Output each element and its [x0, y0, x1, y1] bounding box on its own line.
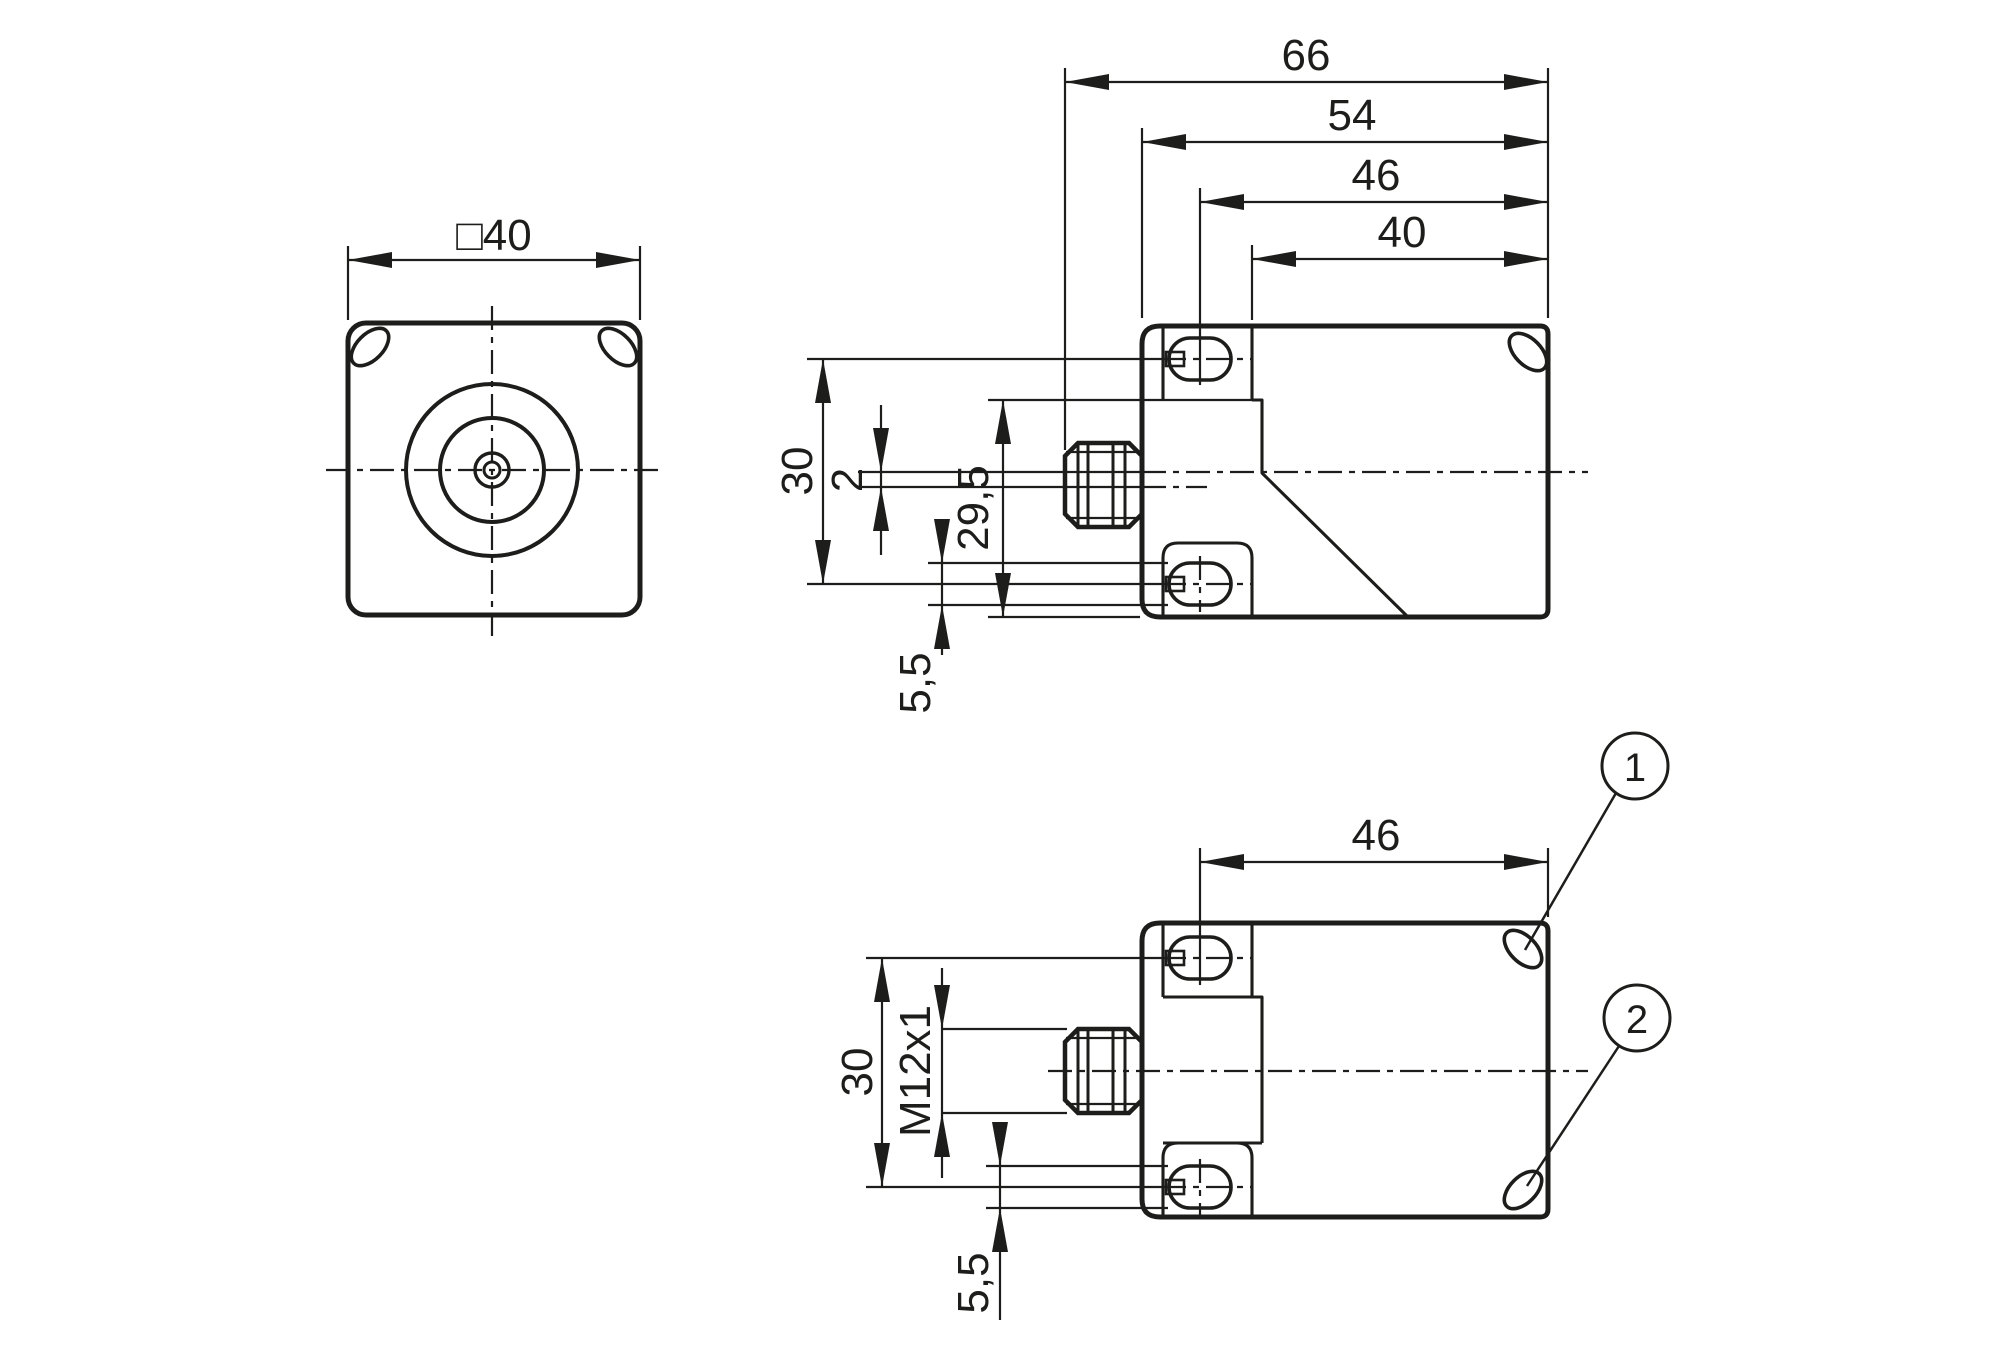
bottom-dim30-arrow-bottom [874, 1143, 890, 1187]
bottom-upper-boss-edges [1161, 923, 1254, 997]
bottom-dimM12-arrow-down [934, 985, 950, 1029]
top-dim66-arrow-left [1065, 74, 1109, 90]
side-view-bottom: 46 30 M12x1 5,5 1 2 [833, 731, 1672, 1320]
front-corner-hole-right [597, 326, 639, 368]
side-view-top: 66 54 46 40 30 2 29,5 [773, 31, 1588, 714]
front-face-circle-outer [404, 382, 580, 558]
front-face-circle-center [482, 460, 502, 480]
top-dim40-arrow-right [1504, 251, 1548, 267]
dim-label-295: 29,5 [949, 465, 998, 551]
top-m12-connector-facets [1076, 444, 1127, 526]
front-dim-arrow-left [348, 252, 392, 268]
dim-label-m12x1: M12x1 [891, 1005, 940, 1137]
callout-1-number: 1 [1624, 746, 1646, 790]
front-view: □40 [326, 211, 660, 636]
top-dim46-arrow-left [1200, 194, 1244, 210]
top-lower-boss [1161, 541, 1254, 617]
front-body-outline [345, 320, 643, 618]
top-dim55-ext-lines [928, 561, 1168, 607]
bottom-step [1163, 995, 1264, 1143]
top-dim30-arrow-top [815, 359, 831, 403]
callout-2-number: 2 [1626, 998, 1648, 1042]
dim-label-40: 40 [1378, 208, 1427, 257]
top-dim40-arrow-left [1252, 251, 1296, 267]
top-upper-boss-edges [1161, 326, 1254, 400]
front-face-circle-small [473, 451, 511, 489]
front-dim-extension-lines [346, 246, 642, 320]
bottom-dim46-arrow-left [1200, 854, 1244, 870]
bottom-corner-hole-bottom [1502, 1169, 1544, 1211]
bottom-dim30-arrow-top [874, 958, 890, 1002]
dim-label-2: 2 [823, 468, 872, 492]
dim-label-54: 54 [1328, 91, 1377, 140]
bottom-body-outline [1139, 920, 1551, 1220]
bottom-dimM12-ext-lines [942, 1027, 1067, 1115]
callout-1-leader-line [1523, 792, 1618, 951]
top-dim54-arrow-right [1504, 134, 1548, 150]
dim-label-55-top-view: 5,5 [891, 652, 940, 713]
bottom-m12-connector-edges [1066, 1036, 1141, 1106]
top-dim30-ext-lines [807, 357, 1162, 586]
bottom-m12-connector-facets [1076, 1030, 1127, 1112]
top-dim2-arrow-up [873, 487, 889, 531]
dim-label-square40: □40 [456, 211, 532, 260]
bottom-dim55-arrow-down [992, 1122, 1008, 1166]
bottom-corner-hole-top [1502, 928, 1544, 970]
dim-label-66: 66 [1282, 31, 1331, 80]
bottom-lower-boss [1161, 1141, 1254, 1217]
bottom-dim55-ext-lines [986, 1164, 1168, 1210]
front-corner-hole-left [349, 326, 391, 368]
top-m12-connector-edges [1066, 450, 1141, 520]
bottom-dim55-arrow-up [992, 1208, 1008, 1252]
top-body-outline [1139, 323, 1551, 620]
top-dim295-arrow-bottom [995, 573, 1011, 617]
top-dim46-arrow-right [1504, 194, 1548, 210]
callout-2: 2 [1525, 983, 1672, 1187]
callout-2-badge [1602, 983, 1672, 1053]
top-step-and-chamfer [1252, 398, 1410, 619]
dim-label-30-top-view: 30 [773, 447, 822, 496]
top-dim2-arrow-down [873, 428, 889, 472]
bottom-dim30-ext-lines [866, 956, 1162, 1189]
top-corner-hole [1507, 331, 1549, 373]
dim-label-55-bottom-view: 5,5 [949, 1252, 998, 1313]
callout-1-badge [1600, 731, 1670, 801]
bottom-dimM12-arrow-up [934, 1113, 950, 1157]
bottom-dim46-arrow-right [1504, 854, 1548, 870]
top-dim55-arrow-down [934, 519, 950, 563]
front-dim-arrow-right [596, 252, 640, 268]
top-dim55-arrow-up [934, 605, 950, 649]
dim-label-46: 46 [1352, 151, 1401, 200]
top-dim295-arrow-top [995, 400, 1011, 444]
dim-label-46-bottom-view: 46 [1352, 811, 1401, 860]
bottom-m12-connector-outline [1062, 1026, 1145, 1116]
top-m12-connector-outline [1062, 440, 1145, 530]
dim-label-30-bottom-view: 30 [833, 1048, 882, 1097]
callout-2-leader-line [1525, 1045, 1621, 1187]
top-dim54-arrow-left [1142, 134, 1186, 150]
top-dim66-arrow-right [1504, 74, 1548, 90]
callout-1: 1 [1523, 731, 1670, 951]
top-dim30-arrow-bottom [815, 540, 831, 584]
front-face-circle-middle [438, 416, 546, 524]
